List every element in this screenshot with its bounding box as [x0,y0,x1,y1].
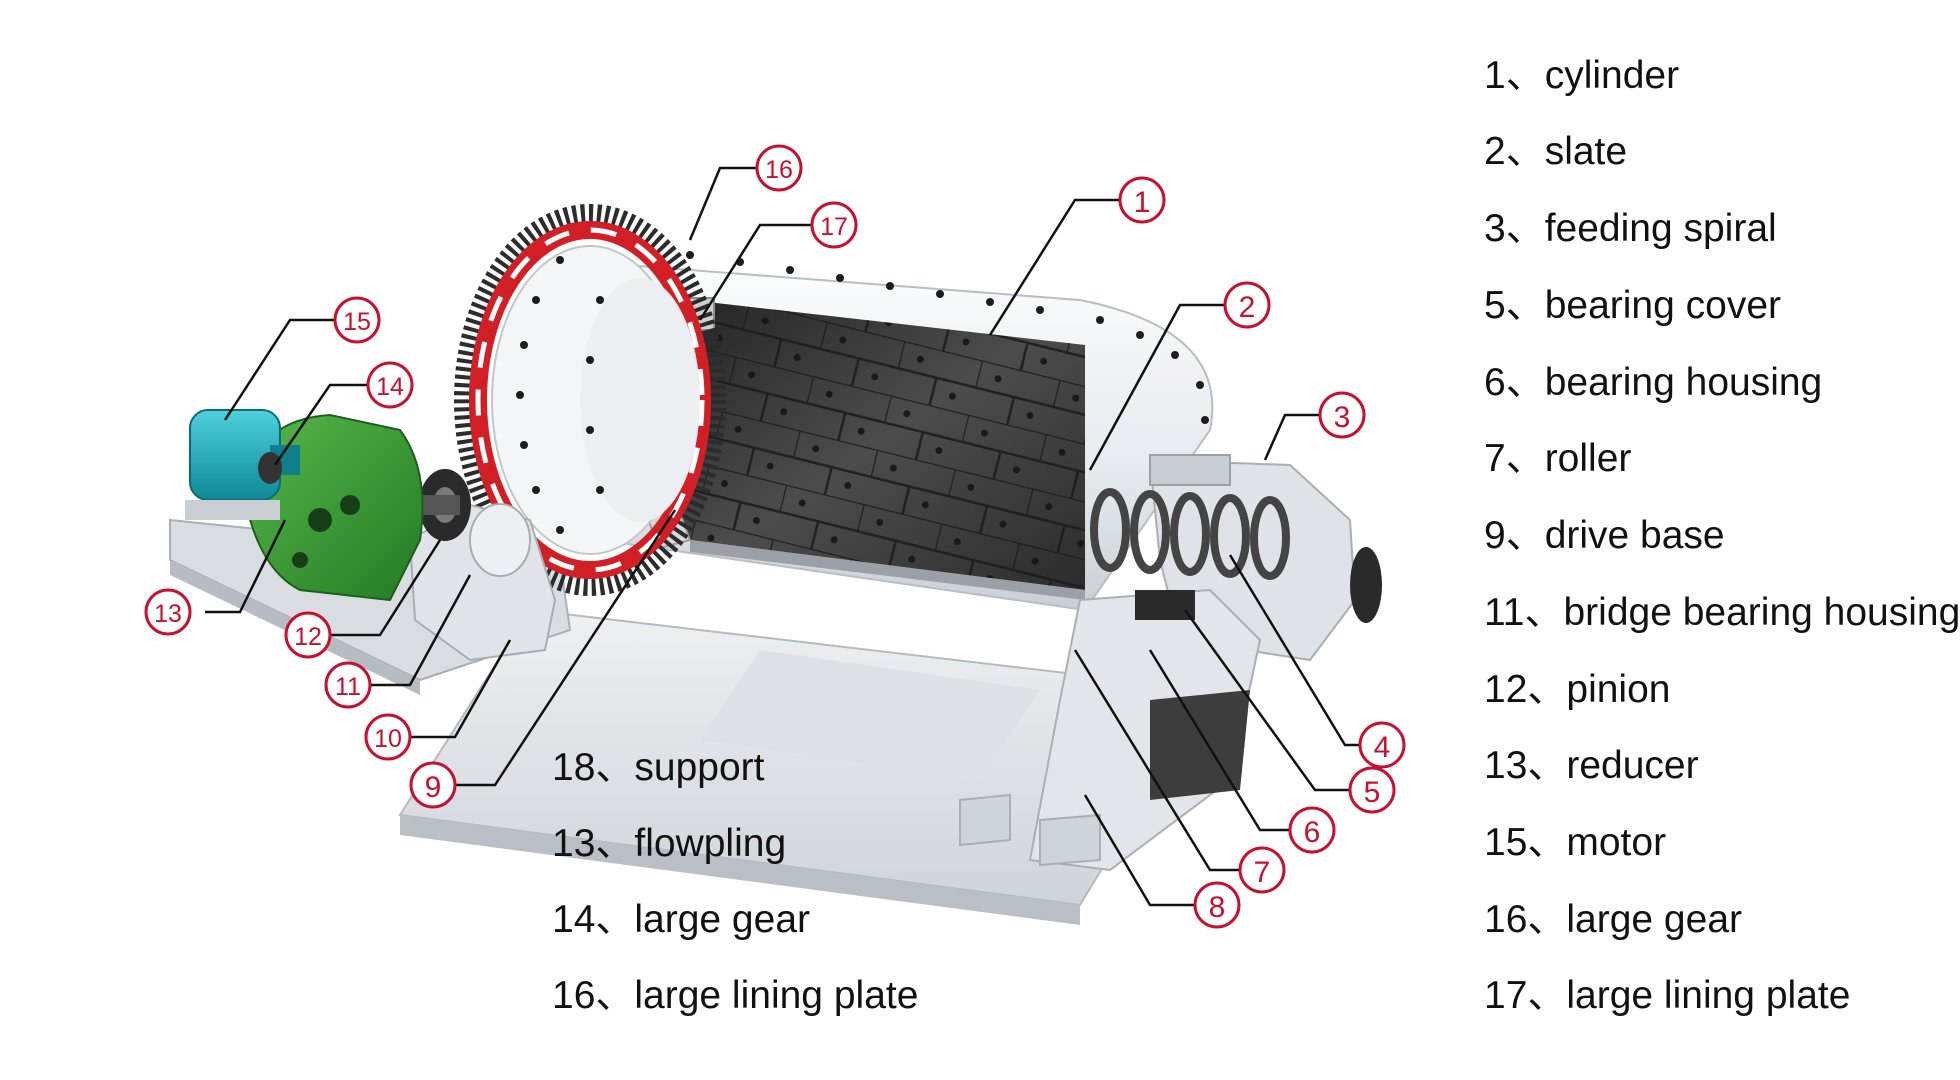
svg-text:4: 4 [1374,731,1391,764]
flowpling [258,452,282,484]
legend-left: 18、support 13、flowpling 14、large gear 16… [552,748,972,1028]
callout-4: 4 [1358,721,1406,769]
bridge-bearing-housing [408,503,557,662]
head-end-bolts [516,256,604,534]
legend-item: 9、drive base [1484,514,1725,557]
callout-7: 7 [1238,846,1286,894]
svg-text:2: 2 [1239,291,1256,324]
callout-12: 12 [284,611,332,659]
feeding-spiral [1090,488,1290,580]
callout-9: 9 [409,761,457,809]
svg-text:5: 5 [1364,776,1381,809]
svg-text:15: 15 [343,308,371,336]
liner-interior [665,300,1085,600]
legend-item: 6、bearing housing [1484,361,1823,404]
svg-text:7: 7 [1254,856,1271,889]
svg-text:8: 8 [1209,891,1226,924]
leader-lines [205,166,1360,907]
legend-item: 16、large gear [1484,898,1742,941]
callout-10: 10 [364,713,412,761]
svg-text:3: 3 [1334,401,1351,434]
legend-item: 5、bearing cover [1484,284,1781,327]
svg-text:13: 13 [154,600,182,628]
svg-text:11: 11 [335,673,361,701]
legend-item: 12、pinion [1484,668,1671,711]
motor [185,409,300,520]
callout-1: 1 [1118,176,1166,224]
legend-item: 18、support [552,746,765,789]
legend-item: 16、large lining plate [552,974,919,1017]
svg-text:12: 12 [294,623,322,651]
callout-15: 15 [333,296,381,344]
callout-17: 17 [810,201,858,249]
legend-item: 7、roller [1484,437,1632,480]
svg-text:14: 14 [376,373,404,401]
legend-item: 11、bridge bearing housing [1484,591,1960,634]
legend-item: 17、large lining plate [1484,974,1851,1017]
svg-text:17: 17 [820,213,848,241]
callout-6: 6 [1288,806,1336,854]
legend-item: 1、cylinder [1484,54,1680,97]
legend-right: 1、cylinder 2、slate 3、feeding spiral 5、be… [1484,54,1960,1026]
legend-item: 13、flowpling [552,822,787,865]
callout-14: 14 [366,361,414,409]
legend-item: 2、slate [1484,130,1628,173]
callout-16: 16 [755,144,803,192]
callout-5: 5 [1348,766,1396,814]
legend-item: 14、large gear [552,898,810,941]
svg-text:1: 1 [1134,186,1151,219]
legend-item: 13、reducer [1484,744,1699,787]
svg-text:6: 6 [1304,816,1321,849]
callout-11: 11 [324,661,372,709]
svg-text:16: 16 [765,156,793,184]
svg-text:9: 9 [425,771,442,804]
callout-3: 3 [1318,391,1366,439]
ball-mill-diagram: 1 2 3 4 5 6 7 8 9 10 11 12 13 14 15 16 1… [144,144,1406,929]
callout-2: 2 [1223,281,1271,329]
callout-13: 13 [144,588,192,636]
legend-item: 15、motor [1484,821,1667,864]
callout-8: 8 [1193,881,1241,929]
svg-text:10: 10 [374,725,402,753]
legend-item: 3、feeding spiral [1484,207,1777,250]
large-gear [454,204,726,596]
